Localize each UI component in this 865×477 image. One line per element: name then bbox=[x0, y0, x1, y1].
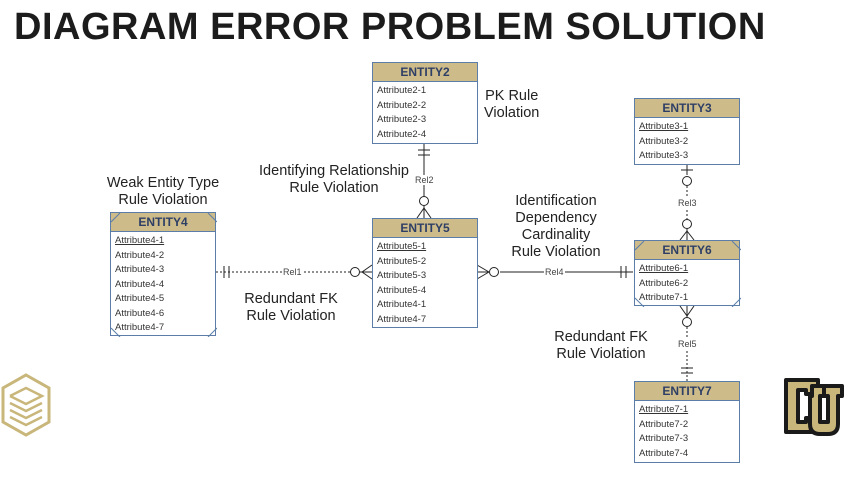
annotation-line: Rule Violation bbox=[556, 346, 646, 362]
rel3-label: Rel3 bbox=[677, 198, 698, 208]
pk-rule-annotation: PK Rule Violation bbox=[484, 88, 539, 122]
annotation-line: Rule Violation bbox=[511, 244, 601, 260]
stacked-hexagon-logo-icon bbox=[1, 373, 51, 437]
attribute-pk: Attribute3-1 bbox=[639, 121, 689, 132]
rel4-label: Rel4 bbox=[544, 267, 565, 277]
attribute: Attribute7-4 bbox=[639, 447, 689, 459]
annotation-line: Dependency bbox=[515, 210, 597, 226]
attribute: Attribute4-3 bbox=[115, 264, 165, 275]
identifying-relationship-annotation: Identifying Relationship Rule Violation bbox=[256, 163, 412, 197]
redundant-fk-annotation-1: Redundant FK Rule Violation bbox=[236, 291, 346, 325]
attribute: Attribute7-1 bbox=[639, 292, 689, 303]
identification-dependency-annotation: Identification Dependency Cardinality Ru… bbox=[500, 193, 612, 261]
annotation-line: Rule Violation bbox=[289, 180, 379, 196]
attribute: Attribute4-1 bbox=[377, 299, 427, 310]
weak-entity-annotation: Weak Entity Type Rule Violation bbox=[102, 175, 224, 209]
annotation-line: PK Rule bbox=[485, 88, 539, 104]
annotation-line: Rule Violation bbox=[118, 192, 208, 208]
attribute: Attribute5-3 bbox=[377, 270, 427, 281]
attribute-pk: Attribute6-1 bbox=[639, 263, 689, 274]
entity5-box[interactable]: ENTITY5 Attribute5-1 Attribute5-2 Attrib… bbox=[372, 218, 478, 328]
attribute-pk: Attribute4-1 bbox=[115, 235, 165, 246]
attribute: Attribute4-7 bbox=[377, 313, 427, 325]
annotation-line: Weak Entity Type bbox=[106, 175, 220, 191]
attribute: Attribute3-2 bbox=[639, 135, 689, 147]
entity6-header: ENTITY6 bbox=[635, 241, 739, 260]
entity2-header: ENTITY2 bbox=[373, 63, 477, 82]
attribute: Attribute3-3 bbox=[639, 150, 689, 161]
weak-entity-corners bbox=[111, 213, 217, 337]
annotation-line: Identifying Relationship bbox=[259, 163, 409, 179]
attribute-pk: Attribute5-1 bbox=[377, 241, 427, 252]
entity4-box[interactable]: ENTITY4 Attribute4-1 Attribute4-2 Attrib… bbox=[110, 212, 217, 337]
entity6-box[interactable]: ENTITY6 Attribute6-1 Attribute6-2 Attrib… bbox=[634, 240, 741, 307]
entity7-box[interactable]: ENTITY7 Attribute7-1 Attribute7-2 Attrib… bbox=[634, 381, 740, 463]
entity3-box[interactable]: ENTITY3 Attribute3-1 Attribute3-2 Attrib… bbox=[634, 98, 740, 165]
annotation-line: Identification bbox=[515, 193, 597, 209]
page-title: DIAGRAM ERROR PROBLEM SOLUTION bbox=[14, 6, 766, 48]
attribute: Attribute4-4 bbox=[115, 278, 165, 290]
rel1-label: Rel1 bbox=[282, 267, 303, 277]
attribute: Attribute2-3 bbox=[377, 114, 427, 125]
weak-entity-corners bbox=[635, 241, 741, 307]
attribute: Attribute4-2 bbox=[115, 249, 165, 261]
annotation-line: Redundant FK bbox=[554, 329, 648, 345]
annotation-line: Cardinality bbox=[521, 227, 591, 243]
rel5-label: Rel5 bbox=[677, 339, 698, 349]
entity2-box[interactable]: ENTITY2 Attribute2-1 Attribute2-2 Attrib… bbox=[372, 62, 478, 144]
entity7-header: ENTITY7 bbox=[635, 382, 739, 401]
attribute: Attribute4-5 bbox=[115, 293, 165, 304]
redundant-fk-annotation-2: Redundant FK Rule Violation bbox=[546, 329, 656, 363]
entity3-header: ENTITY3 bbox=[635, 99, 739, 118]
attribute: Attribute2-1 bbox=[377, 85, 427, 96]
entity5-header: ENTITY5 bbox=[373, 219, 477, 238]
rel2-label: Rel2 bbox=[414, 175, 435, 185]
attribute-pk: Attribute7-1 bbox=[639, 404, 689, 415]
attribute: Attribute5-2 bbox=[377, 255, 427, 267]
entity4-header: ENTITY4 bbox=[111, 213, 215, 232]
attribute: Attribute2-2 bbox=[377, 99, 427, 111]
cu-logo-icon bbox=[784, 378, 844, 436]
attribute: Attribute6-2 bbox=[639, 277, 689, 289]
attribute: Attribute7-3 bbox=[639, 433, 689, 444]
attribute: Attribute7-2 bbox=[639, 418, 689, 430]
annotation-line: Redundant FK bbox=[244, 291, 338, 307]
annotation-line: Rule Violation bbox=[246, 308, 336, 324]
annotation-line: Violation bbox=[484, 105, 540, 121]
attribute: Attribute4-7 bbox=[115, 322, 165, 333]
attribute: Attribute4-6 bbox=[115, 307, 165, 319]
attribute: Attribute5-4 bbox=[377, 284, 427, 296]
attribute: Attribute2-4 bbox=[377, 128, 427, 140]
